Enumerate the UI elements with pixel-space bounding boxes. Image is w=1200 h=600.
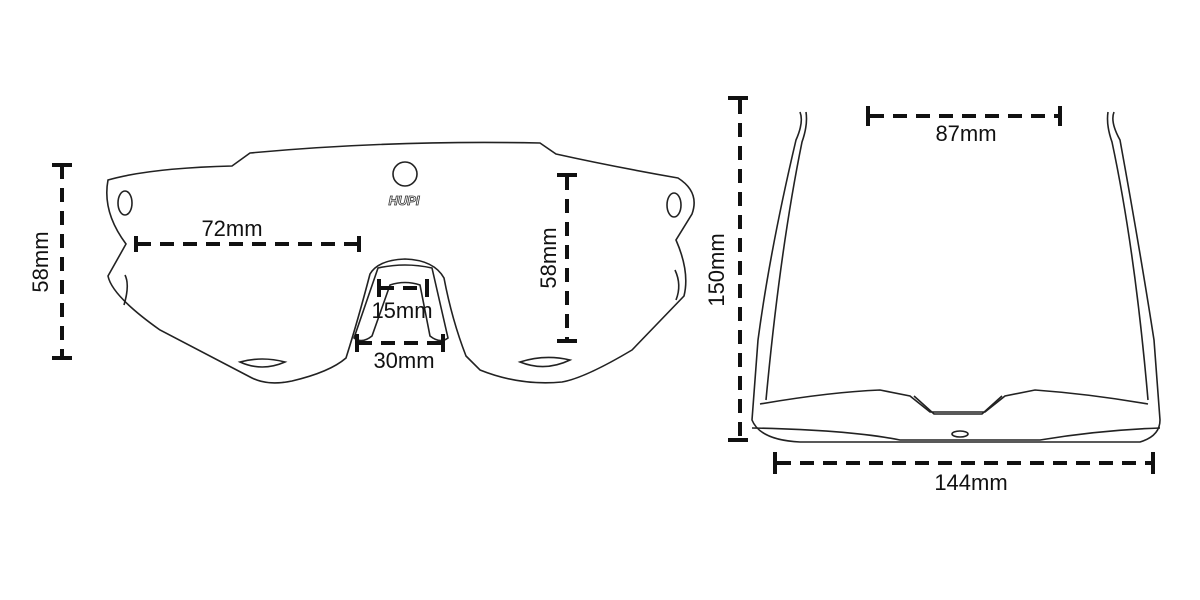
svg-text:150mm: 150mm	[704, 233, 729, 306]
dimension-lens-height: 58mm	[28, 163, 72, 360]
brand-logo: HUPI	[388, 193, 419, 208]
dimension-nose-top: 15mm	[371, 279, 433, 323]
dimension-nose-bottom: 30mm	[355, 334, 445, 373]
svg-text:58mm: 58mm	[28, 231, 53, 292]
svg-text:87mm: 87mm	[935, 121, 996, 146]
lens-hole-icon	[392, 161, 418, 187]
dimension-lens-side-height: 58mm	[536, 173, 577, 343]
svg-text:144mm: 144mm	[934, 470, 1007, 495]
svg-text:58mm: 58mm	[536, 227, 561, 288]
svg-text:15mm: 15mm	[371, 298, 432, 323]
svg-text:72mm: 72mm	[201, 216, 262, 241]
svg-text:30mm: 30mm	[373, 348, 434, 373]
top-view-frame	[751, 111, 1161, 443]
dimension-temple-gap: 87mm	[866, 106, 1062, 146]
dimension-frame-width: 144mm	[773, 452, 1155, 495]
dimension-lens-width: 72mm	[134, 216, 361, 252]
front-view-lens: HUPI	[106, 141, 695, 384]
dimension-temple-length: 150mm	[704, 96, 748, 442]
